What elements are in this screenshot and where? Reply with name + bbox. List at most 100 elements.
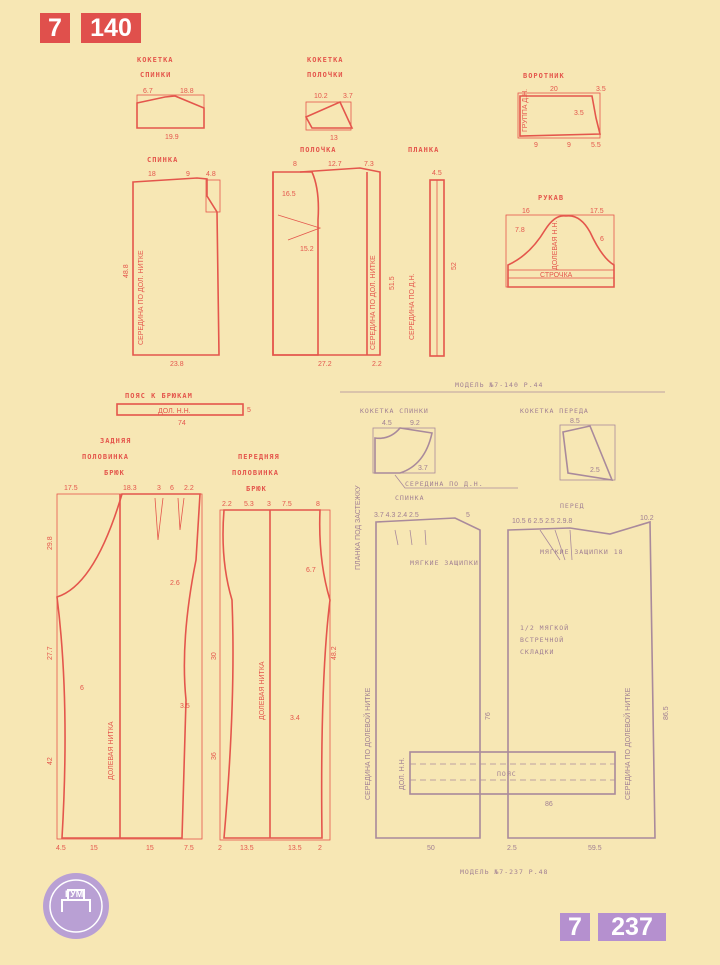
dimension-label: ДОЛ. Н.Н. <box>158 408 191 415</box>
dimension-label: 6 <box>170 485 174 492</box>
dimension-label: ПОЯС К БРЮКАМ <box>125 392 193 400</box>
dimension-label: 2.2 <box>222 501 232 508</box>
dimension-label: 18.3 <box>123 485 137 492</box>
dimension-label: 50 <box>427 845 435 852</box>
dimension-label: СЕРЕДИНА ПО ДОЛЕВОЙ НИТКЕ <box>623 687 632 800</box>
dimension-label: ДОЛЕВАЯ НИТКА <box>259 661 266 720</box>
back-piece: СПИНКА 18 9 4.8 48.8 23.8 СЕРЕДИНА ПО ДО… <box>123 156 221 368</box>
dimension-label: 17.5 <box>590 208 604 215</box>
dimension-label: 76 <box>485 712 492 720</box>
dimension-label: 36 <box>211 752 218 760</box>
dimension-label: СЕРЕДИНА ПО ДОЛ. НИТКЕ <box>370 255 377 350</box>
dimension-label: 2.2 <box>372 361 382 368</box>
dimension-label: 3.7 4.3 2.4 2.5 <box>374 512 419 519</box>
dimension-label: 3 <box>157 485 161 492</box>
dimension-label: 15.2 <box>300 246 314 253</box>
dimension-label: ВОРОТНИК <box>523 72 565 80</box>
dimension-label: КОКЕТКА ПЕРЕДА <box>520 407 589 415</box>
dimension-label: ПОЯС <box>497 770 517 778</box>
dimension-label: СКЛАДКИ <box>520 648 554 656</box>
dimension-label: 52 <box>451 262 458 270</box>
dimension-label: 6.7 <box>143 88 153 95</box>
dimension-label: 8.5 <box>570 418 580 425</box>
dimension-label: 10.5 6 2.5 2.5 2.9.8 <box>512 518 572 525</box>
dimension-label: 6 <box>80 685 84 692</box>
dimension-label: 3.5 <box>180 703 190 710</box>
dimension-label: 4.8 <box>206 171 216 178</box>
dimension-label: 5 <box>466 512 470 519</box>
dimension-label: 3.4 <box>290 715 300 722</box>
dimension-label: ПОЛОЧКИ <box>307 71 344 79</box>
dimension-label: ГУМ <box>65 889 83 899</box>
dimension-label: РУКАВ <box>538 194 564 202</box>
model-237-pattern: МОДЕЛЬ №7-140 Р.44 КОКЕТКА СПИНКИ 4.5 9.… <box>340 381 670 876</box>
dimension-label: 4.5 <box>432 170 442 177</box>
dimension-label: СТРОЧКА <box>540 272 573 279</box>
dimension-label: 3.5 <box>596 86 606 93</box>
dimension-label: МОДЕЛЬ №7-237 Р.48 <box>460 868 548 876</box>
dimension-label: СПИНКА <box>147 156 178 164</box>
dimension-label: 18.8 <box>180 88 194 95</box>
dimension-label: ПЕРЕДНЯЯ <box>238 453 280 461</box>
dimension-label: 9 <box>567 142 571 149</box>
waistband-piece: ПОЯС К БРЮКАМ ДОЛ. Н.Н. 74 5 <box>116 392 251 427</box>
dimension-label: 17.5 <box>64 485 78 492</box>
belt-piece <box>409 751 616 795</box>
dimension-label: 51.5 <box>389 276 396 290</box>
dimension-label: ГРУППА Д.Н. <box>522 89 529 132</box>
yoke-front-piece: КОКЕТКА ПОЛОЧКИ 10.2 3.7 13 <box>304 56 354 142</box>
dimension-label: 13.5 <box>240 845 254 852</box>
dimension-label: 20 <box>550 86 558 93</box>
model-number-badge-top: 140 <box>81 13 141 43</box>
dimension-label: 30 <box>211 652 218 660</box>
dimension-label: 42 <box>47 757 54 765</box>
dimension-label: 19.9 <box>165 134 179 141</box>
dimension-label: ДОЛЕВАЯ НИТКА <box>108 721 115 780</box>
dimension-label: 3.5 <box>574 110 584 117</box>
piece-subtitle: СПИНКИ <box>140 71 171 79</box>
dimension-label: МЯГКИЕ ЗАЩИПКИ 18 <box>540 548 624 556</box>
piece-title: КОКЕТКА <box>137 56 174 64</box>
dimension-label: СПИНКА <box>395 494 424 502</box>
dimension-label: СЕРЕДИНА ПО ДОЛЕВОЙ НИТКЕ <box>363 687 372 800</box>
dimension-label: 4.5 <box>382 420 392 427</box>
dimension-label: 86 <box>545 801 553 808</box>
dimension-label: 16.5 <box>282 191 296 198</box>
yoke-back-piece: КОКЕТКА СПИНКИ 6.7 18.8 19.9 <box>136 56 205 141</box>
dimension-label: 29.8 <box>47 536 54 550</box>
dimension-label: 3 <box>267 501 271 508</box>
dimension-label: 5.3 <box>244 501 254 508</box>
dimension-label: 27.7 <box>47 646 54 660</box>
dimension-label: 12.7 <box>328 161 342 168</box>
dimension-label: 10.2 <box>640 515 654 522</box>
dimension-label: 15 <box>90 845 98 852</box>
trousers-front-piece: ПЕРЕДНЯЯ ПОЛОВИНКА БРЮК 2.2 5.3 3 7.5 8 … <box>211 453 338 852</box>
dimension-label: СЕРЕДИНА ПО ДОЛ. НИТКЕ <box>138 250 145 345</box>
gum-logo: ГУМ <box>43 873 109 939</box>
collar-piece: ВОРОТНИК 20 3.5 3.5 9 9 5.5 ГРУППА Д.Н. <box>517 72 606 149</box>
dimension-label: БРЮК <box>104 469 125 477</box>
model-number-badge-bottom: 237 <box>598 913 666 941</box>
dimension-label: ПЕРЕД <box>560 502 585 510</box>
dimension-label: 27.2 <box>318 361 332 368</box>
dimension-label: 5.5 <box>591 142 601 149</box>
dimension-label: 7.3 <box>364 161 374 168</box>
dimension-label: ПОЛОЧКА <box>300 146 337 154</box>
placket-piece: ПЛАНКА 4.5 52 СЕРЕДИНА ПО Д.Н. <box>408 146 458 357</box>
dimension-label: ПОЛОВИНКА <box>232 469 279 477</box>
dimension-label: ЗАДНЯЯ <box>100 437 131 445</box>
dimension-label: 10.2 <box>314 93 328 100</box>
dimension-label: 1/2 МЯГКОЙ <box>520 623 569 632</box>
dimension-label: 59.5 <box>588 845 602 852</box>
dimension-label: 2.5 <box>590 467 600 474</box>
dimension-label: 2.6 <box>170 580 180 587</box>
series-badge-bottom: 7 <box>560 913 590 941</box>
dimension-label: БРЮК <box>246 485 267 493</box>
dimension-label: 86.5 <box>663 706 670 720</box>
dimension-label: ПОЛОВИНКА <box>82 453 129 461</box>
dimension-label: 2.5 <box>507 845 517 852</box>
dimension-label: 16 <box>522 208 530 215</box>
front-piece: ПОЛОЧКА 8 12.7 7.3 16.5 15.2 27.2 2.2 51… <box>272 146 396 368</box>
dimension-label: 15 <box>146 845 154 852</box>
